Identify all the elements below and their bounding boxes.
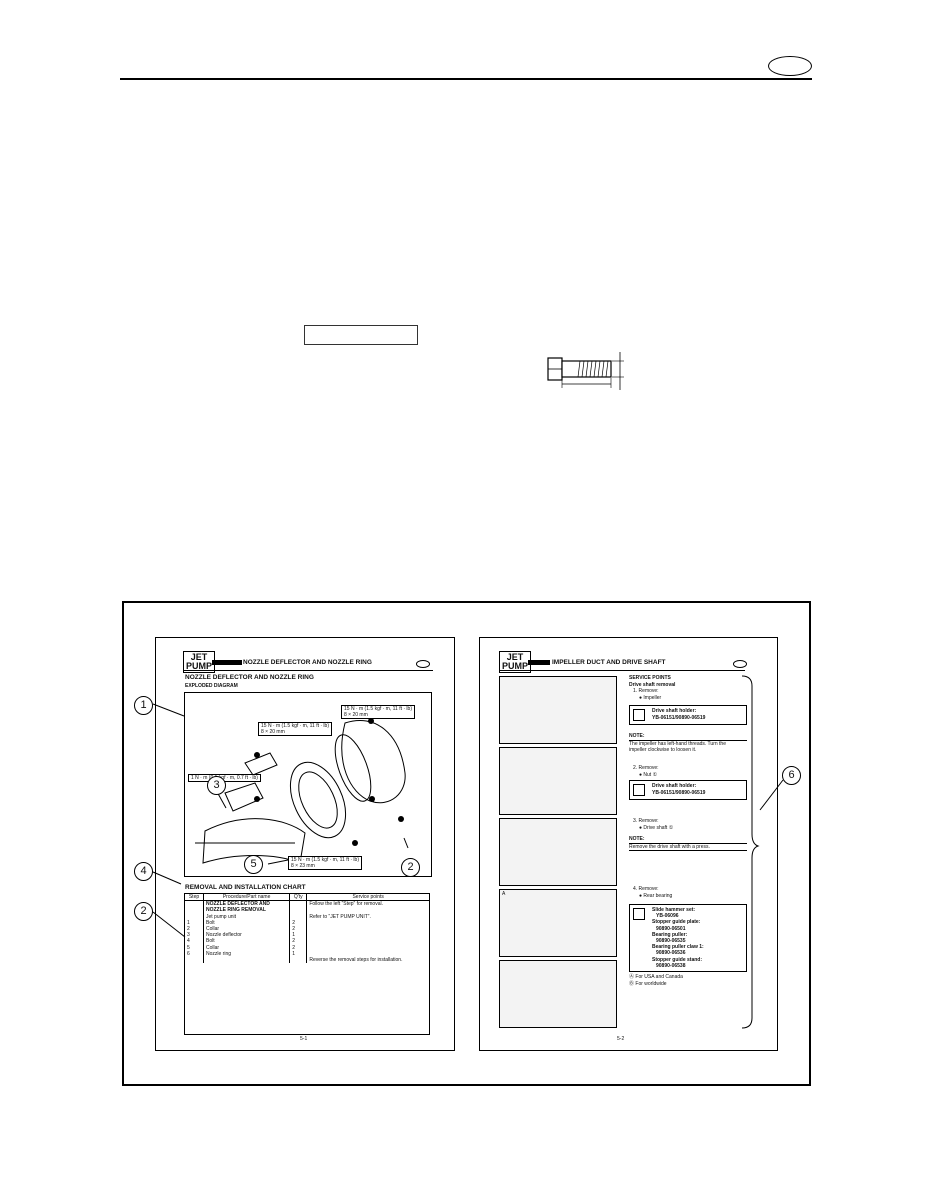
- bolt-dimension-icon: [547, 352, 624, 390]
- step-2: 2. Remove: ● Nut ①: [633, 765, 659, 778]
- photo-letter: A: [502, 891, 506, 897]
- tool-name: Drive shaft holder:: [652, 783, 697, 789]
- step-3: 3. Remove: ● Drive shaft ①: [633, 818, 673, 831]
- torque-callout-4: 15 N · m (1.5 kgf · m, 11 ft · lb) 8 × 2…: [288, 856, 362, 870]
- legend-text: Ⓑ For worldwide: [629, 980, 667, 987]
- callout-4: 4: [134, 862, 153, 881]
- note-2: NOTE: Remove the drive shaft with a pres…: [629, 836, 747, 851]
- photo-rear-bearing: A: [499, 889, 617, 957]
- table-header: Procedure/Part name: [202, 894, 290, 902]
- wrench-icon: [633, 908, 645, 920]
- note-text: Remove the drive shaft with a press.: [629, 842, 747, 851]
- service-points-column: SERVICE POINTS Drive shaft removal 1. Re…: [629, 675, 747, 701]
- table-row: Reverse the removal steps for installati…: [185, 957, 429, 964]
- tool-name: Drive shaft holder:: [652, 708, 697, 714]
- left-section-title: NOZZLE DEFLECTOR AND NOZZLE RING: [185, 674, 314, 681]
- callout-2-table: 2: [134, 902, 153, 921]
- header-mark-bar: [528, 660, 550, 665]
- callout-1: 1: [134, 696, 153, 715]
- photo-nut: [499, 747, 617, 815]
- removal-table: Step Procedure/Part name Q'ty Service po…: [185, 894, 429, 964]
- tool-code: YB-06151/90890-06519: [652, 790, 706, 796]
- table-row: NOZZLE RING REMOVAL: [185, 907, 429, 914]
- callout-6: 6: [782, 766, 801, 785]
- brace-icon: [741, 675, 760, 1029]
- language-oval-icon: [733, 660, 747, 668]
- callout-2-diagram: 2: [401, 858, 420, 877]
- photo-impeller: [499, 676, 617, 744]
- step-4: 4. Remove: ● Rear bearing: [633, 886, 672, 899]
- left-header-title: NOZZLE DEFLECTOR AND NOZZLE RING: [243, 659, 372, 666]
- left-header-rule: [183, 670, 433, 671]
- exploded-diagram-label: EXPLODED DIAGRAM: [185, 683, 238, 689]
- table-header: Service points: [306, 894, 429, 902]
- step-item: ● Impeller: [639, 694, 662, 701]
- wrench-icon: [633, 709, 645, 721]
- step-text: 3. Remove:: [633, 818, 659, 824]
- step-text: 2. Remove:: [633, 765, 659, 771]
- note-label: NOTE:: [629, 836, 645, 842]
- tool-box-2: Drive shaft holder: YB-06151/90890-06519: [629, 780, 747, 800]
- service-points-heading: SERVICE POINTS: [629, 675, 671, 681]
- note-1: NOTE: The impeller has left-hand threads…: [629, 733, 747, 754]
- table-header: Step: [185, 894, 204, 902]
- table-header: Q'ty: [289, 894, 307, 902]
- right-page-number: 5-2: [617, 1036, 625, 1042]
- callout-5: 5: [244, 855, 263, 874]
- legend-text: Ⓐ For USA and Canada: [629, 974, 683, 980]
- step-text: 4. Remove:: [633, 886, 659, 892]
- blank-label-box: [304, 325, 418, 345]
- example-frame: [122, 601, 811, 1086]
- language-oval-icon: [416, 660, 430, 668]
- region-legend: Ⓐ For USA and Canada Ⓑ For worldwide: [629, 974, 683, 987]
- note-text: The impeller has left-hand threads. Turn…: [629, 739, 747, 748]
- tool-code: YB-06151/90890-06519: [652, 715, 706, 721]
- drive-shaft-removal-heading: Drive shaft removal: [629, 681, 676, 688]
- left-page-number: 5-1: [300, 1036, 308, 1042]
- language-tab-oval: [768, 56, 812, 76]
- note-label: NOTE:: [629, 733, 645, 739]
- exploded-diagram-drawing: [195, 718, 406, 864]
- note-text: impeller clockwise to loosen it.: [629, 747, 697, 753]
- step-item: ● Drive shaft ①: [639, 824, 674, 831]
- callout-3: 3: [207, 776, 226, 795]
- torque-callout-2: 15 N · m (1.5 kgf · m, 11 ft · lb) 8 × 2…: [258, 722, 332, 736]
- removal-chart-title: REMOVAL AND INSTALLATION CHART: [185, 884, 306, 891]
- right-header-title: IMPELLER DUCT AND DRIVE SHAFT: [552, 659, 666, 666]
- header-rule: [120, 78, 812, 80]
- step-text: 1. Remove:: [633, 688, 659, 694]
- header-mark-bar: [212, 660, 242, 665]
- photo-drive-shaft: [499, 818, 617, 886]
- photo-bearing-puller: [499, 960, 617, 1028]
- tool-list: Slide hammer set: YB-06096 Stopper guide…: [652, 907, 704, 969]
- torque-callout-1: 15 N · m (1.5 kgf · m, 11 ft · lb) 8 × 2…: [341, 705, 415, 719]
- step-item: ● Rear bearing: [639, 892, 673, 899]
- removal-chart-table: Step Procedure/Part name Q'ty Service po…: [184, 893, 430, 1035]
- tool-box-1: Drive shaft holder: YB-06151/90890-06519: [629, 705, 747, 725]
- tool-box-3: Slide hammer set: YB-06096 Stopper guide…: [629, 904, 747, 972]
- step-item: ● Nut ①: [639, 771, 658, 778]
- wrench-icon: [633, 784, 645, 796]
- exploded-diagram: [184, 692, 432, 877]
- right-header-rule: [499, 670, 745, 671]
